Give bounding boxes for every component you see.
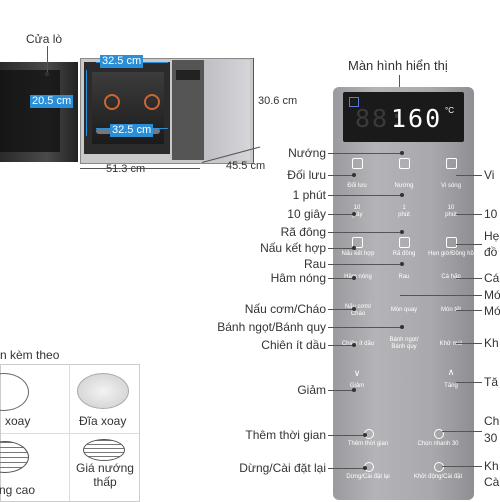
btn-stop-reset[interactable]: Dừng/Cài đặt lại: [346, 474, 390, 480]
outer-width-dim: 51.3 cm: [106, 163, 146, 175]
display-ghost-digits: 88:: [355, 104, 407, 133]
display-temperature: 160: [391, 104, 443, 133]
btn-1-min[interactable]: 1 phút: [398, 205, 410, 218]
btn-roast[interactable]: Món quay: [390, 307, 418, 313]
door-label: Cửa lò: [26, 32, 63, 46]
callout-1-min: 1 phút: [292, 188, 326, 202]
inner-width-dim: 32.5 cm: [100, 55, 144, 68]
btn-add-time[interactable]: Thêm thời gian: [347, 441, 389, 447]
btn-10-min[interactable]: 10 phút: [445, 205, 457, 218]
btn-festive-dish[interactable]: Món tết: [440, 307, 461, 313]
callout-right-7: Mó: [484, 304, 500, 318]
roller-ring-icon: [0, 373, 29, 411]
callout-add-time: Thêm thời gian: [245, 428, 326, 442]
btn-increase[interactable]: Tăng: [444, 383, 458, 389]
btn-rice-porridge[interactable]: Nấu cơm/ Cháo: [344, 304, 372, 317]
callout-reheat: Hâm nóng: [270, 271, 326, 285]
combo-icon: [352, 237, 363, 248]
callout-combo: Nấu kết hợp: [260, 241, 326, 255]
btn-cake-cookie[interactable]: Bánh ngọt/ Bánh quy: [389, 337, 419, 350]
glass-plate-icon: [77, 373, 129, 409]
btn-vegetable[interactable]: Rau: [398, 274, 410, 280]
callout-right-11: 30: [484, 431, 498, 445]
down-arrow-icon: ∨: [353, 368, 361, 378]
callout-right-3: Hẹ: [484, 229, 500, 243]
high-rack-icon: [0, 441, 29, 473]
btn-10-sec[interactable]: 10 giây: [351, 205, 363, 218]
callout-decrease: Giảm: [297, 383, 326, 397]
up-arrow-icon: ∧: [447, 367, 455, 377]
callout-cake: Bánh ngọt/Bánh quy: [217, 320, 326, 334]
control-panel: [333, 87, 474, 500]
callout-right-4: đồ: [484, 245, 498, 259]
btn-timer-clock[interactable]: Hẹn giờ/Đồng hồ: [428, 251, 474, 257]
accessory-label-3: ng cao: [0, 483, 36, 497]
callout-right-10: Ch: [484, 414, 500, 428]
callout-right-1: Vi: [484, 168, 495, 182]
callout-right-2: 10: [484, 207, 498, 221]
display-label: Màn hình hiển thị: [348, 58, 448, 73]
callout-right-12: Kh: [484, 459, 499, 473]
lcd-display: 88: 160 °C: [343, 92, 464, 142]
accessory-label-2: Đĩa xoay: [79, 414, 127, 428]
microwave-icon: [446, 158, 457, 169]
microwave-photo: [0, 0, 290, 190]
btn-deodorize[interactable]: Khử mùi: [439, 341, 463, 347]
start-icon: [434, 462, 444, 472]
accessories-box: xoay Đĩa xoay ng cao Giá nướng thấp: [0, 364, 140, 502]
callout-right-8: Kh: [484, 336, 499, 350]
callout-stop: Dừng/Cài đặt lại: [239, 461, 326, 475]
btn-decrease[interactable]: Giảm: [349, 383, 365, 389]
callout-vegetable: Rau: [303, 257, 326, 271]
accessory-label-1: xoay: [5, 414, 31, 428]
callout-right-9: Tă: [484, 375, 499, 389]
outer-depth-dim: 45.5 cm: [226, 160, 266, 172]
callout-defrost: Rã đông: [280, 225, 326, 239]
btn-defrost[interactable]: Rã đông: [392, 251, 416, 257]
callout-grill: Nướng: [288, 146, 326, 160]
inner-height-dim: 20.5 cm: [30, 95, 74, 108]
inner-depth-dim: 32.5 cm: [110, 124, 154, 137]
btn-reheat[interactable]: Hâm nóng: [344, 274, 372, 280]
low-rack-icon: [83, 439, 125, 461]
btn-air-fry[interactable]: Chiên ít dầu: [341, 341, 375, 347]
btn-convection[interactable]: Đối lưu: [347, 183, 367, 189]
btn-start[interactable]: Khởi động/Cài đặt: [413, 474, 463, 480]
quick-start-icon: [434, 429, 444, 439]
btn-grill[interactable]: Nướng: [394, 183, 414, 189]
callout-air-fry: Chiên ít dầu: [261, 338, 326, 352]
convection-icon: [352, 158, 363, 169]
clock-icon: [446, 237, 457, 248]
btn-steamed-fish[interactable]: Cá hấp: [441, 274, 461, 280]
callout-10-sec: 10 giây: [287, 207, 326, 221]
btn-combo[interactable]: Nấu kết hợp: [341, 251, 375, 257]
outer-height-dim: 30.6 cm: [258, 95, 298, 107]
callout-convection: Đối lưu: [287, 168, 326, 182]
callout-right-6: Mó: [484, 288, 500, 302]
accessory-label-4a: Giá nướng thấp: [76, 461, 134, 489]
defrost-icon: [399, 237, 410, 248]
display-unit: °C: [445, 106, 454, 115]
callout-right-5: Cá: [484, 271, 500, 285]
btn-quick-30[interactable]: Chọn nhanh 30: [417, 441, 459, 447]
btn-microwave[interactable]: Vi sóng: [441, 183, 461, 189]
callout-right-13: Cà: [484, 475, 500, 489]
callout-rice: Nấu cơm/Cháo: [244, 302, 326, 316]
accessories-title: n kèm theo: [0, 348, 60, 362]
grill-icon: [399, 158, 410, 169]
